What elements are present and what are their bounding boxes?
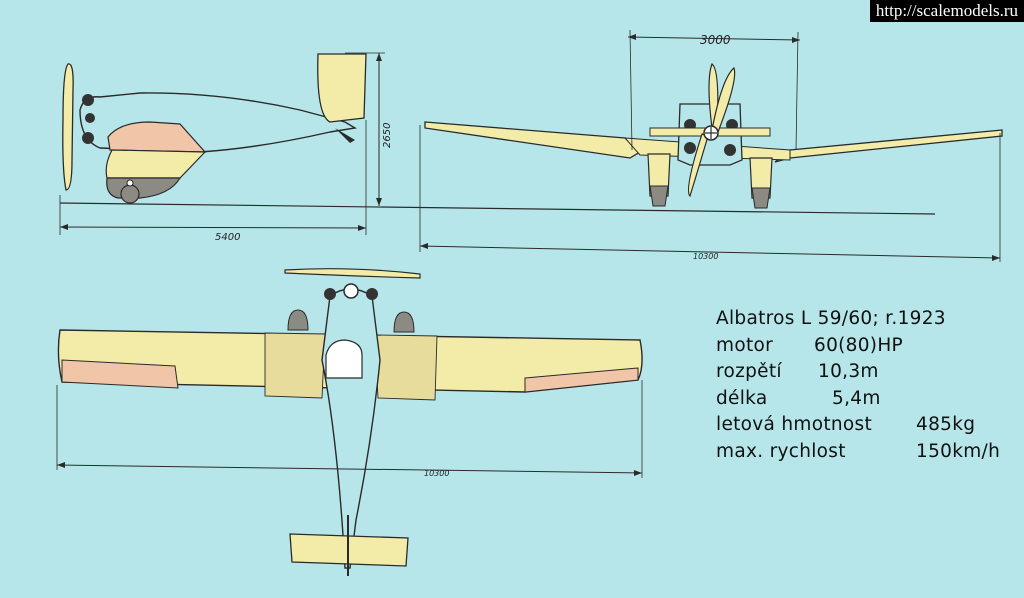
front-track-arrow-l (628, 34, 636, 40)
top-prop-hub (343, 283, 359, 299)
front-cyl-3 (684, 142, 696, 154)
top-span-arrow-l (57, 462, 65, 468)
spec-label: letová hmotnost (716, 414, 873, 435)
front-track-ext-r (795, 31, 799, 151)
top-right-aileron (524, 367, 639, 393)
spec-row-weight: letová hmotnost 485kg (716, 412, 1000, 439)
top-wing-center-right (374, 334, 438, 401)
top-left-aileron (61, 359, 179, 389)
side-ground-line (59, 202, 936, 215)
top-cockpit (325, 339, 363, 379)
spec-label: motor (716, 334, 774, 356)
side-length-label: 5400 (215, 232, 240, 243)
top-view: 10300 (56, 268, 643, 576)
top-prop-bar (284, 268, 421, 279)
front-track-dim-line (627, 36, 801, 41)
spec-value: 10,3m (818, 361, 879, 382)
spec-row-speed: max. rychlost 150km/h (716, 439, 1000, 466)
top-right-pod (393, 311, 415, 333)
side-grey-belly (106, 177, 182, 199)
top-fuselage (321, 288, 381, 569)
front-prop-blade-down (687, 133, 709, 198)
spec-row-length: délka 5,4m (716, 386, 1000, 413)
spec-value: 60(80)HP (814, 334, 903, 356)
side-height-label: 2650 (382, 123, 393, 148)
front-track-ext-l (629, 29, 633, 151)
spec-value: 150km/h (916, 440, 1001, 462)
front-view: 3000 10300 (419, 29, 1003, 262)
top-span-arrow-r (634, 470, 642, 476)
watermark: http://scalemodels.ru (869, 0, 1024, 22)
side-height-dim-arrow-b (376, 198, 382, 206)
side-view: 5400 2650 (59, 52, 936, 243)
front-prop-blade-up2 (711, 66, 736, 133)
side-engine-cyl-top (82, 94, 94, 106)
top-span-dim-line (56, 464, 643, 474)
top-wing-center-left (264, 332, 326, 399)
spec-title-text: Albatros L 59/60; r.1923 (716, 308, 946, 329)
side-height-dim-arrow-t (376, 53, 382, 61)
spec-label: max. rychlost (716, 440, 846, 462)
spec-value: 5,4m (832, 387, 881, 409)
top-left-pod (287, 309, 309, 331)
front-left-fairing-grey (649, 185, 669, 207)
side-engine-cyl-low (82, 132, 94, 144)
spec-block: Albatros L 59/60; r.1923 motor 60(80)HP … (716, 306, 1000, 465)
side-wing-root (107, 121, 207, 153)
front-span-arrow-l (420, 243, 428, 249)
top-span-label: 10300 (424, 469, 449, 478)
front-right-wing (774, 129, 1003, 163)
front-span-arrow-r (992, 255, 1000, 261)
top-engine-cyl-l (324, 288, 336, 300)
spec-value: 485kg (916, 414, 976, 435)
side-propeller (62, 63, 74, 191)
side-nacelle (105, 149, 207, 179)
side-engine-cyl-mid (85, 113, 95, 123)
side-wheel-hub (126, 179, 134, 187)
spec-row-span: rozpětí 10,3m (716, 359, 1000, 386)
front-span-dim-line (419, 245, 1001, 259)
top-engine-cyl-r (366, 288, 378, 300)
front-cyl-4 (724, 144, 736, 156)
front-span-label: 10300 (693, 252, 718, 261)
front-track-label: 3000 (700, 33, 731, 47)
spec-title: Albatros L 59/60; r.1923 (716, 306, 1000, 333)
front-track-arrow-r (792, 37, 800, 43)
side-length-dim-line (59, 226, 367, 229)
spec-label: rozpětí (716, 361, 782, 382)
front-right-fairing-grey (751, 187, 771, 209)
side-length-dim-arrow-r (358, 225, 366, 231)
spec-label: délka (716, 387, 768, 409)
spec-row-motor: motor 60(80)HP (716, 333, 1000, 360)
side-tail-skid (335, 128, 355, 143)
side-length-dim-arrow-l (60, 224, 68, 230)
side-wheel (120, 184, 140, 204)
side-fin (317, 53, 367, 123)
front-left-wing (424, 121, 642, 159)
